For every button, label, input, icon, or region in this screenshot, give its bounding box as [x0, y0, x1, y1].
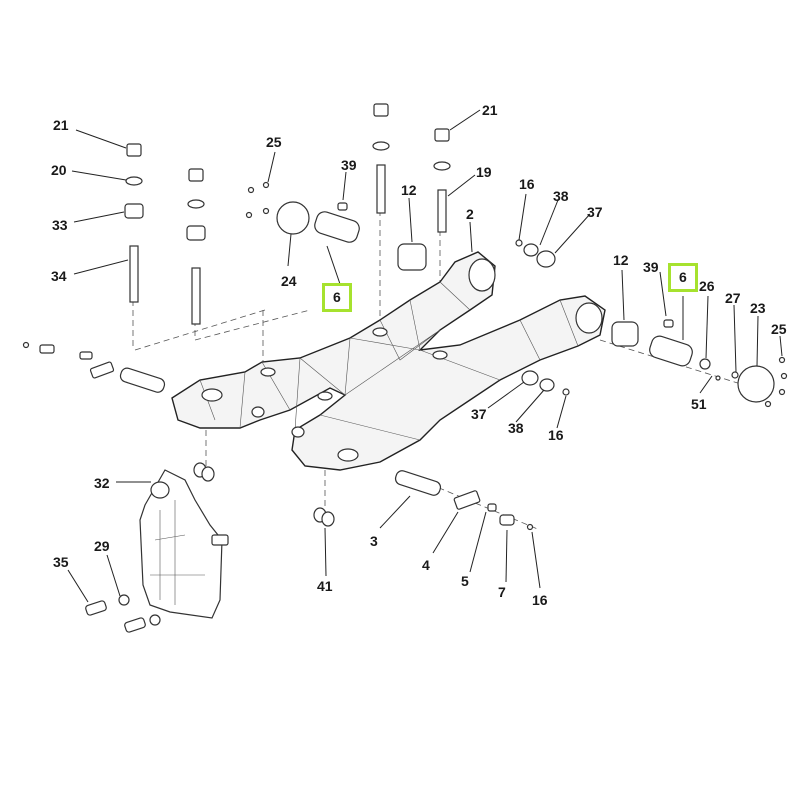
- callout-21: 21: [482, 102, 498, 118]
- callout-16: 16: [548, 427, 564, 443]
- callout-12: 12: [401, 182, 417, 198]
- callout-39: 39: [341, 157, 357, 173]
- left-pivot-parts: [245, 181, 427, 271]
- right-stud-stack: [433, 128, 451, 233]
- left-stud-stack: [124, 143, 144, 303]
- callout-38: 38: [553, 188, 569, 204]
- callout-25: 25: [266, 134, 282, 150]
- callout-6-highlighted[interactable]: 6: [668, 263, 698, 292]
- center-stud-stack: [372, 103, 390, 214]
- callout-16: 16: [532, 592, 548, 608]
- callout-37: 37: [471, 406, 487, 422]
- callout-26: 26: [699, 278, 715, 294]
- callout-19: 19: [476, 164, 492, 180]
- callout-41: 41: [317, 578, 333, 594]
- callout-33: 33: [52, 217, 68, 233]
- right-pivot-parts: [515, 239, 788, 408]
- callout-29: 29: [94, 538, 110, 554]
- lower-pin-parts: [394, 470, 534, 531]
- callout-7: 7: [498, 584, 506, 600]
- callout-32: 32: [94, 475, 110, 491]
- callout-21: 21: [53, 117, 69, 133]
- callout-20: 20: [51, 162, 67, 178]
- callout-25: 25: [771, 321, 787, 337]
- callout-27: 27: [725, 290, 741, 306]
- callout-12: 12: [613, 252, 629, 268]
- callout-38: 38: [508, 420, 524, 436]
- callout-34: 34: [51, 268, 67, 284]
- second-stud-stack: [186, 168, 206, 325]
- swing-arm-frame: [171, 251, 606, 471]
- bracket-assembly: [85, 469, 229, 633]
- callout-39: 39: [643, 259, 659, 275]
- callout-37: 37: [587, 204, 603, 220]
- callout-3: 3: [370, 533, 378, 549]
- callout-2: 2: [466, 206, 474, 222]
- callout-51: 51: [691, 396, 707, 412]
- callout-23: 23: [750, 300, 766, 316]
- lower-washers: [193, 370, 570, 527]
- callout-6-highlighted[interactable]: 6: [322, 283, 352, 312]
- left-small-parts: [22, 341, 166, 393]
- callout-4: 4: [422, 557, 430, 573]
- leader-lines: [67, 109, 783, 603]
- callout-5: 5: [461, 573, 469, 589]
- callout-16: 16: [519, 176, 535, 192]
- callout-35: 35: [53, 554, 69, 570]
- callout-24: 24: [281, 273, 297, 289]
